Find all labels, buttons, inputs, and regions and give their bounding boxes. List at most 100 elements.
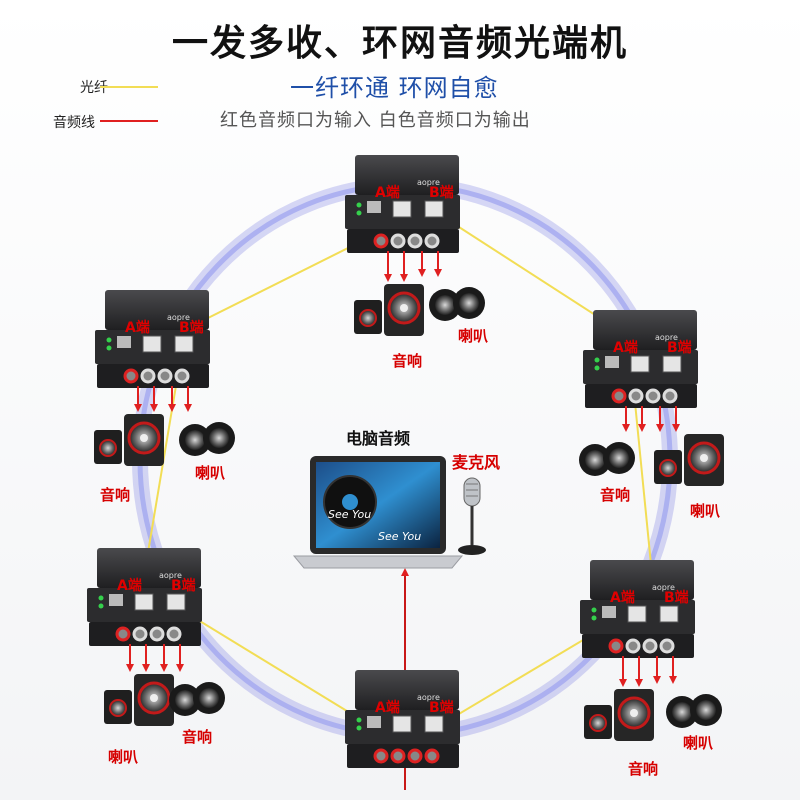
port-a-label: A端 (613, 339, 638, 356)
fiber-link-5 (184, 611, 383, 733)
device-brand-label: aopre (159, 571, 182, 580)
rca-audio-jack (149, 626, 165, 642)
rca-audio-jack (166, 626, 182, 642)
speaker-system-icon (654, 434, 724, 486)
rca-audio-jack (373, 748, 389, 764)
page-subtitle: 一纤环通 环网自愈 (290, 74, 499, 102)
rca-audio-jack (407, 233, 423, 249)
fiber-port-b (174, 335, 194, 353)
port-a-label: A端 (610, 589, 635, 606)
device-top-unit (593, 310, 697, 350)
port-b-label: B端 (667, 339, 692, 356)
laptop-base (292, 555, 464, 569)
output-device-label: 音响 (100, 486, 130, 504)
port-a-label: A端 (117, 577, 142, 594)
horn-speaker-icon (429, 287, 485, 321)
rca-audio-jack (628, 388, 644, 404)
screen-text: See You (328, 508, 371, 521)
rca-audio-jack (611, 388, 627, 404)
port-a-label: A端 (125, 319, 150, 336)
port-color-note: 红色音频口为输入 白色音频口为输出 (220, 110, 531, 131)
horn-speaker-icon (579, 442, 635, 476)
rca-audio-jack (424, 748, 440, 764)
rca-audio-jack (407, 748, 423, 764)
port-b-label: B端 (664, 589, 689, 606)
screen-text-2: See You (378, 530, 421, 543)
rca-audio-jack (642, 638, 658, 654)
output-device-label: 喇叭 (690, 502, 720, 520)
microphone-icon (458, 477, 486, 555)
horn-speaker-icon (169, 682, 225, 716)
speaker-system-icon (104, 674, 174, 726)
legend-fiber-label: 光纤 (80, 80, 108, 96)
horn-speaker-icon (179, 422, 235, 456)
rca-audio-jack (132, 626, 148, 642)
device-top-unit (105, 290, 209, 330)
port-b-label: B端 (429, 184, 454, 201)
rca-audio-jack (662, 388, 678, 404)
device-top-unit (590, 560, 694, 600)
fiber-port-a (134, 593, 154, 611)
rca-audio-jack (140, 368, 156, 384)
rca-audio-jack (390, 748, 406, 764)
output-device-label: 喇叭 (108, 748, 138, 766)
output-device-label: 音响 (392, 352, 422, 370)
legend-audio-label: 音频线 (53, 115, 95, 131)
rca-audio-jack (157, 368, 173, 384)
page-title: 一发多收、环网音频光端机 (171, 23, 628, 64)
device-top-unit (97, 548, 201, 588)
rca-audio-jack (174, 368, 190, 384)
rca-audio-jack (373, 233, 389, 249)
vinyl-label (342, 494, 358, 510)
rca-audio-jack (424, 233, 440, 249)
laptop: See You See You (292, 456, 464, 569)
device-brand-label: aopre (167, 313, 190, 322)
fiber-port-b (662, 355, 682, 373)
device-top-unit (355, 155, 459, 195)
output-device-label: 喇叭 (195, 464, 225, 482)
fiber-port-b (166, 593, 186, 611)
computer-audio-label: 电脑音频 (346, 429, 410, 448)
output-device-label: 音响 (600, 486, 630, 504)
rca-audio-jack (115, 626, 131, 642)
speaker-system-icon (584, 689, 654, 741)
fiber-port-a (142, 335, 162, 353)
output-device-label: 音响 (182, 728, 212, 746)
output-device-label: 喇叭 (458, 327, 488, 345)
fiber-port-a (630, 355, 650, 373)
rca-audio-jack (123, 368, 139, 384)
fiber-port-b (659, 605, 679, 623)
rca-audio-jack (645, 388, 661, 404)
device-brand-label: aopre (417, 178, 440, 187)
output-device-label: 音响 (628, 760, 658, 778)
device-brand-label: aopre (417, 693, 440, 702)
port-b-label: B端 (429, 699, 454, 716)
output-device-label: 喇叭 (683, 734, 713, 752)
fiber-port-b (424, 200, 444, 218)
legend-audio-line (100, 120, 158, 122)
legend-fiber-line (100, 86, 158, 88)
rca-audio-jack (625, 638, 641, 654)
port-a-label: A端 (375, 184, 400, 201)
microphone-label: 麦克风 (452, 453, 500, 472)
speaker-system-icon (354, 284, 424, 336)
fiber-port-a (627, 605, 647, 623)
port-b-label: B端 (171, 577, 196, 594)
fiber-port-a (392, 715, 412, 733)
horn-speaker-icon (666, 694, 722, 728)
device-brand-label: aopre (655, 333, 678, 342)
speaker-system-icon (94, 414, 164, 466)
port-a-label: A端 (375, 699, 400, 716)
rca-audio-jack (608, 638, 624, 654)
fiber-port-a (392, 200, 412, 218)
rca-audio-jack (659, 638, 675, 654)
fiber-port-b (424, 715, 444, 733)
rca-audio-jack (390, 233, 406, 249)
